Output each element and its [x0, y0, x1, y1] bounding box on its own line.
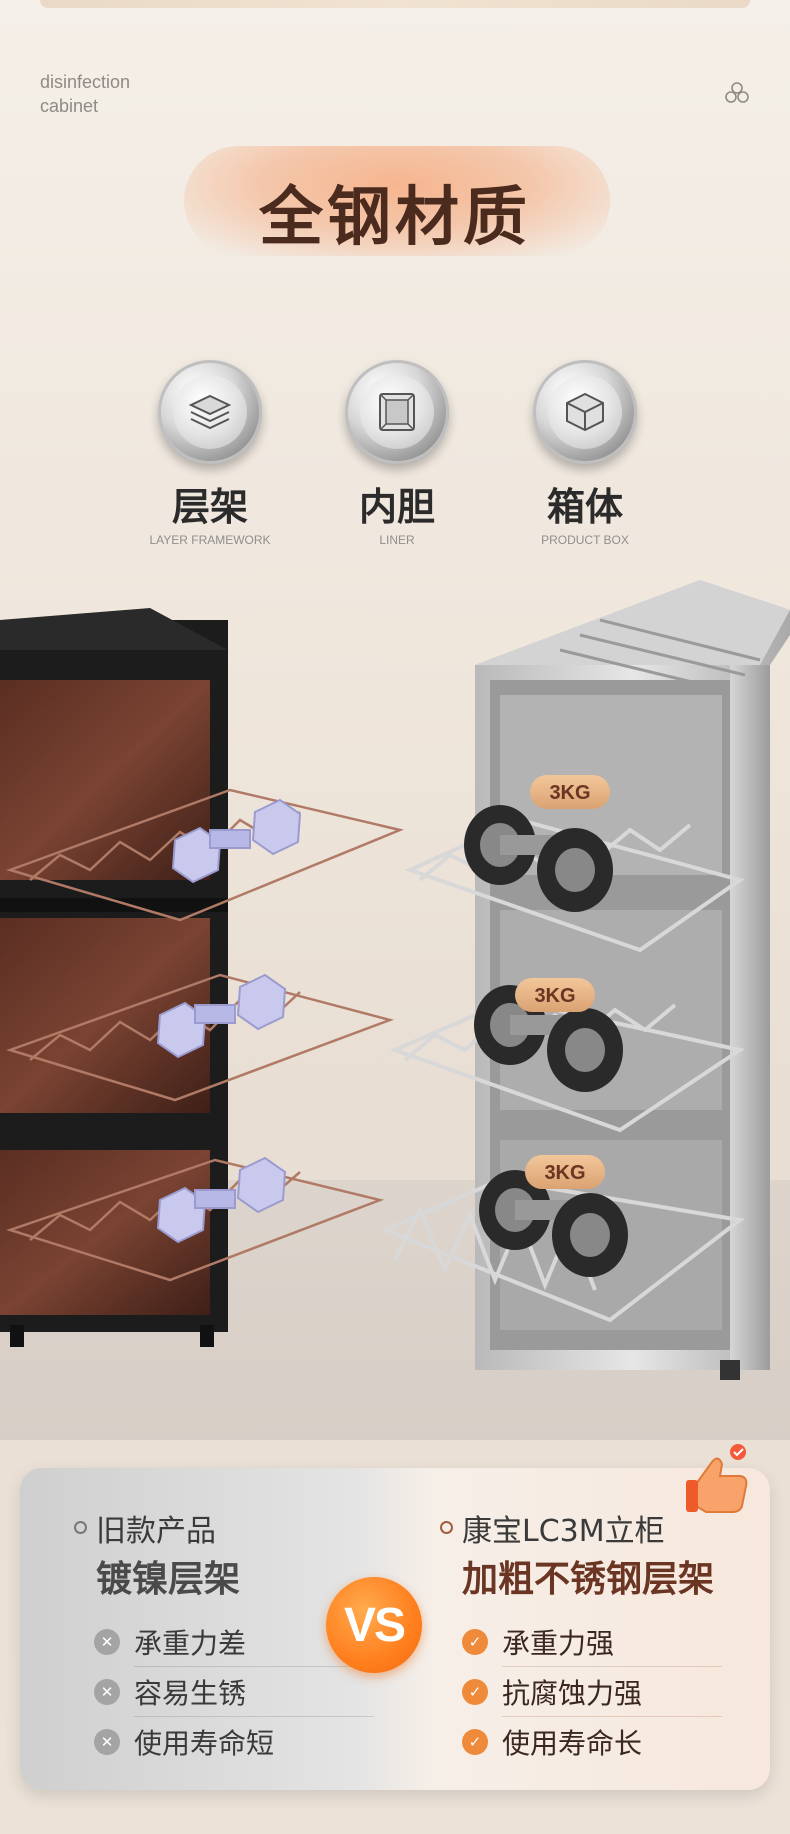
- new-product-subtitle: 康宝LC3M立柜: [440, 1506, 665, 1550]
- comparison-panel: 旧款产品 镀镍层架 ✕ 承重力差 ✕ 容易生锈 ✕ 使用寿命短 VS 康宝LC3…: [20, 1444, 770, 1790]
- layers-icon: [188, 394, 232, 430]
- weight-tag: 3KG: [525, 1155, 605, 1189]
- old-product-subtitle: 旧款产品: [74, 1506, 216, 1550]
- brand-text: disinfection cabinet: [40, 70, 130, 118]
- cross-icon: ✕: [94, 1729, 120, 1755]
- check-icon: ✓: [462, 1629, 488, 1655]
- svg-text:3KG: 3KG: [534, 985, 575, 1007]
- feature-sublabel: LAYER FRAMEWORK: [149, 533, 271, 547]
- top-strip: [40, 0, 750, 8]
- old-point: ✕ 使用寿命短: [94, 1718, 374, 1766]
- feature-box: 箱体 PRODUCT BOX: [505, 360, 665, 547]
- feature-sublabel: PRODUCT BOX: [541, 533, 629, 547]
- old-point: ✕ 承重力差: [94, 1618, 374, 1667]
- liner-icon: [379, 393, 415, 431]
- check-icon: ✓: [462, 1679, 488, 1705]
- new-cabinet: [475, 580, 790, 1380]
- feature-liner: 内胆 LINER: [317, 360, 477, 547]
- feature-label: 箱体: [546, 485, 623, 529]
- check-icon: ✓: [462, 1729, 488, 1755]
- weight-tag: 3KG: [530, 775, 610, 809]
- cross-icon: ✕: [94, 1679, 120, 1705]
- old-cabinet: [0, 608, 228, 1347]
- new-point: ✓ 抗腐蚀力强: [462, 1668, 722, 1717]
- feature-sublabel: LINER: [379, 533, 415, 547]
- feature-label: 层架: [171, 485, 248, 529]
- cross-icon: ✕: [94, 1629, 120, 1655]
- feature-layer: 层架 LAYER FRAMEWORK: [130, 360, 290, 547]
- new-product-heading: 加粗不锈钢层架: [462, 1559, 715, 1600]
- brand-line-2: cabinet: [40, 96, 99, 116]
- svg-text:3KG: 3KG: [549, 782, 590, 804]
- page-title: 全钢材质: [259, 181, 531, 255]
- weight-tag: 3KG: [515, 978, 595, 1012]
- svg-text:3KG: 3KG: [544, 1162, 585, 1184]
- brand-line-1: disinfection: [40, 72, 131, 92]
- old-point: ✕ 容易生锈: [94, 1668, 374, 1717]
- box-icon: [566, 392, 604, 432]
- old-dumbbells: [156, 798, 302, 1244]
- product-illustration: 3KG 3KG 3KG: [0, 580, 790, 1380]
- brand-logo-icon: [725, 82, 749, 103]
- title-highlight: [184, 146, 610, 256]
- feature-label: 内胆: [358, 485, 435, 529]
- vs-badge: VS: [326, 1577, 422, 1673]
- thumbs-up-icon: [686, 1444, 748, 1513]
- old-product-heading: 镀镍层架: [96, 1559, 241, 1600]
- new-point: ✓ 承重力强: [462, 1618, 722, 1667]
- new-point: ✓ 使用寿命长: [462, 1718, 722, 1766]
